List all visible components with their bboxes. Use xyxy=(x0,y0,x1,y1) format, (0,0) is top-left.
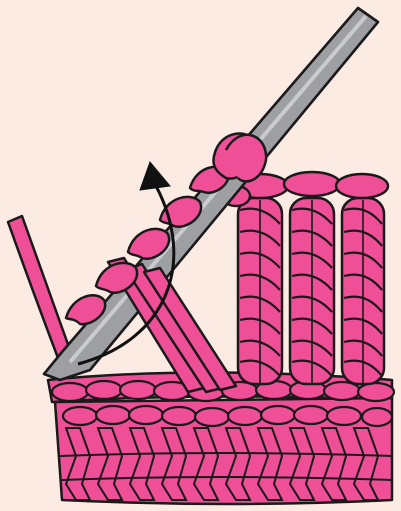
stitch-column-2 xyxy=(290,198,334,384)
stitch-column-3 xyxy=(342,198,384,384)
stitch-columns xyxy=(222,172,388,384)
stitch-column-1 xyxy=(238,198,282,384)
base-fabric xyxy=(48,373,394,505)
